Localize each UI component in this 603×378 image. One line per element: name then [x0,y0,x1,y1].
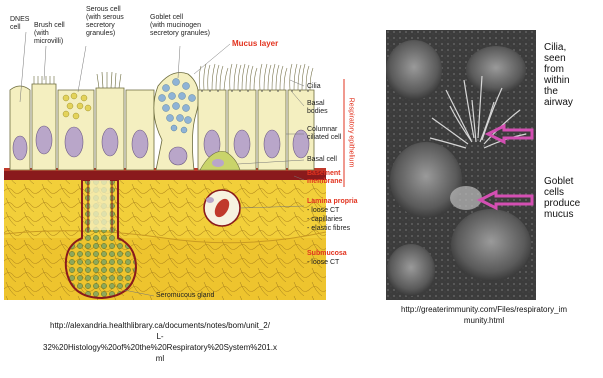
label-loose-ct-2: - loose CT [307,259,339,267]
label-sem-cilia: Cilia, seen from within the airway [544,42,573,108]
label-cilia: Cilia [307,83,321,91]
epithelial-cells [10,72,314,170]
label-sem-goblet: Goblet cells produce mucus [544,176,580,220]
label-goblet-cell: Goblet cell (with mucinogen secretory gr… [150,14,210,38]
label-columnar-ciliated-cell: Columnar ciliated cell [307,126,341,142]
label-basal-cell: Basal cell [307,156,337,164]
basement-membrane-band [4,170,326,180]
cilia-strands [199,64,313,90]
label-loose-ct-1: - loose CT [307,207,339,215]
caption-left: http://alexandria.healthlibrary.ca/docum… [10,320,310,364]
label-elastic-fibres: - elastic fibres [307,225,350,233]
label-capillaries: - capillaries [307,216,342,224]
respiratory-epithelium-bracket: Respiratory epithelium [342,77,356,190]
label-serous-cell: Serous cell (with serous secretory granu… [86,6,124,38]
label-lamina-propria: Lamina propria [307,198,358,206]
capillary [204,190,240,226]
label-mucus-layer: Mucus layer [232,40,278,48]
label-basal-bodies: Basal bodies [307,100,328,116]
caption-right: http://greaterimmunity.com/Files/respira… [368,304,600,326]
label-submucosa: Submucosa [307,250,347,258]
label-respiratory-epithelium: Respiratory epithelium [348,78,355,188]
label-seromucous-gland: Seromucous gland [156,292,214,300]
label-basement-membrane: Basement membrane [307,170,342,186]
label-dnes-cell: DNES cell [10,16,29,32]
label-brush-cell: Brush cell (with microvilli) [34,22,65,46]
